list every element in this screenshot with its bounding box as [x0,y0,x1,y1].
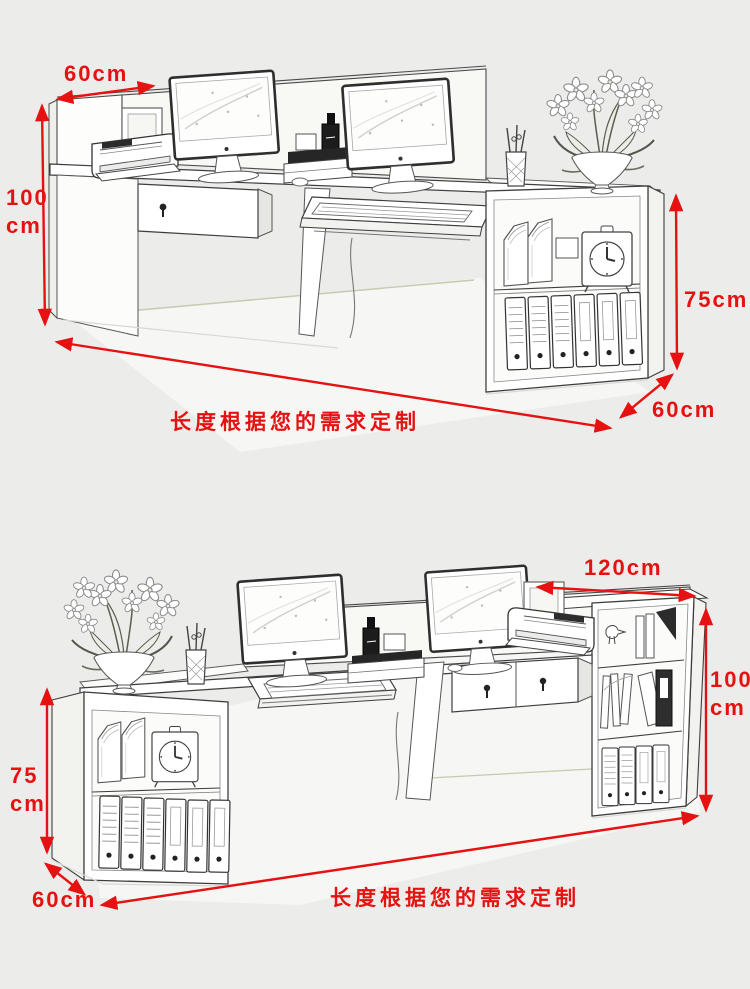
top-desk-illustration [35,65,685,452]
mouse [291,177,309,187]
bottom-height-unit: cm [710,694,746,720]
top-depth-label: 60cm [64,61,129,86]
bottom-base-depth-label: 60cm [32,887,97,912]
bottom-height-label: 100 cm [710,666,750,721]
bottom-side-height-unit: cm [10,790,46,816]
bottom-side-height-value: 75 [10,763,39,788]
top-height-label: 100 cm [6,184,49,239]
top-height-unit: cm [6,212,42,238]
mouse [447,664,463,672]
pen-cup [505,124,527,187]
bottom-desk-illustration [39,564,714,910]
return-shelf-unit [591,596,707,819]
bookend [656,607,676,640]
open-shelf-cabinet [485,185,665,395]
top-length-note: 长度根据您的需求定制 [170,411,420,434]
bird-ornament [605,625,627,639]
top-height-value: 100 [6,185,49,210]
bottom-length-note: 长度根据您的需求定制 [330,887,580,910]
pen-cup [185,622,207,685]
bottom-width-label: 120cm [584,555,663,580]
under-desk [56,174,493,349]
bottom-side-height-label: 75 cm [10,762,46,817]
keyboard-tray [299,196,493,241]
dimension-arrows-top [35,80,685,433]
orchid-plant [546,70,663,194]
open-shelf-cabinet [51,691,231,887]
desk-riser-items [283,113,353,184]
top-base-depth-label: 60cm [652,397,717,422]
top-side-height-label: 75cm [684,287,749,312]
bottom-height-value: 100 [710,667,750,692]
drawer-box [137,183,273,239]
magazine-pile [600,669,673,729]
dimension-arrows-bottom [39,580,714,910]
desk-riser-items [347,617,425,684]
